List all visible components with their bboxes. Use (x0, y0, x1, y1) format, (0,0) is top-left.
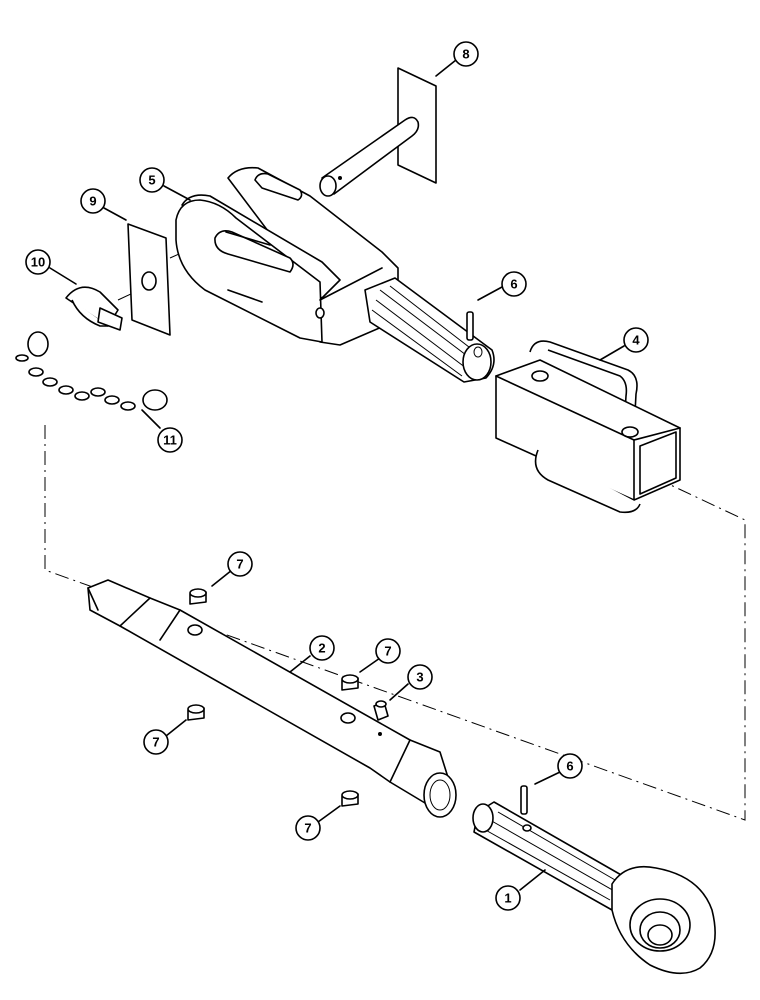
callout-7-left: 7 (143, 719, 187, 755)
callout-3: 3 (389, 664, 433, 701)
callout-label: 1 (504, 891, 511, 906)
plug-mid (341, 674, 359, 691)
callout-11: 11 (141, 409, 183, 453)
callout-7-mid: 7 (359, 638, 401, 673)
lynch-pin (65, 286, 123, 331)
callout-label: 6 (510, 277, 517, 292)
callout-5: 5 (139, 167, 191, 201)
roll-pin-upper (466, 311, 474, 341)
plug-left (187, 704, 205, 721)
callout-10: 10 (25, 249, 77, 285)
chain (15, 331, 168, 411)
callout-label: 7 (384, 644, 391, 659)
callout-6-upper: 6 (477, 271, 527, 301)
callout-label: 7 (236, 557, 243, 572)
callout-7-bottom: 7 (295, 805, 341, 841)
callout-label: 9 (89, 194, 96, 209)
callout-label: 2 (318, 641, 325, 656)
ball-end-rod (472, 801, 716, 975)
grease-fitting (373, 700, 389, 721)
callout-label: 4 (632, 333, 640, 348)
clevis-yoke (175, 166, 495, 383)
callout-label: 6 (566, 759, 573, 774)
plug-bottom (341, 790, 359, 807)
callout-label: 10 (31, 255, 45, 270)
sleeve-handle (495, 340, 681, 514)
callout-2: 2 (289, 635, 335, 673)
callout-9: 9 (80, 188, 127, 221)
main-tube (87, 579, 457, 818)
callout-label: 11 (163, 433, 177, 448)
callout-1: 1 (495, 869, 546, 911)
lock-plate (127, 223, 171, 336)
callout-7-top: 7 (211, 551, 253, 587)
callout-label: 7 (152, 735, 159, 750)
callout-label: 3 (416, 670, 423, 685)
callout-4: 4 (599, 327, 649, 361)
roll-pin-lower (520, 785, 528, 815)
callout-label: 8 (462, 47, 469, 62)
callout-label: 5 (148, 173, 155, 188)
callout-6-lower: 6 (534, 753, 583, 785)
callout-8: 8 (435, 41, 479, 77)
plug-top (189, 588, 207, 605)
callout-label: 7 (304, 821, 311, 836)
pin-with-plate (319, 67, 437, 197)
